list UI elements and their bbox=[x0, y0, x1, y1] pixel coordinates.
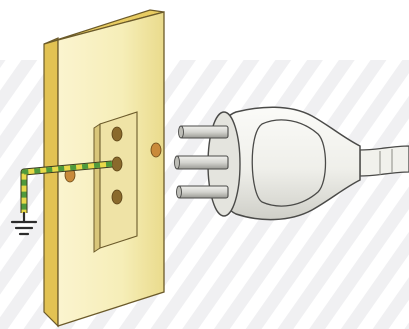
plug-pin-top bbox=[179, 126, 229, 138]
socket-hole-middle bbox=[112, 157, 122, 171]
plug-cable bbox=[360, 146, 409, 176]
plug-pin-bottom bbox=[177, 186, 229, 198]
screw-right bbox=[151, 143, 161, 157]
wall-plate-edge bbox=[44, 38, 58, 326]
socket-block-side bbox=[94, 124, 100, 252]
socket-hole-top bbox=[112, 127, 122, 141]
socket-hole-bottom bbox=[112, 190, 122, 204]
plug-pin-middle bbox=[175, 156, 229, 169]
